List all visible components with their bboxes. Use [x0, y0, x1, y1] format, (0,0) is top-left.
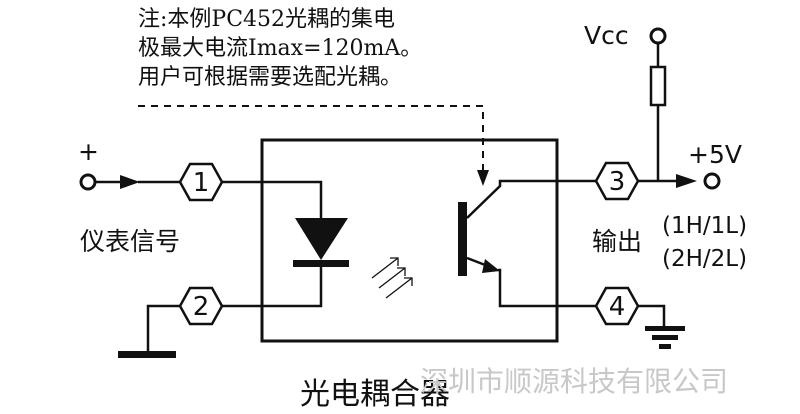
pin-4-badge: [594, 286, 640, 326]
plus-sign: +: [78, 137, 99, 166]
pull-up-resistor: [649, 65, 667, 107]
output-mode-2: (2H/2L): [662, 246, 747, 272]
ground-icon: [645, 326, 685, 349]
pin-4-wire: [638, 304, 666, 326]
pin-2-ground-wire: [146, 304, 180, 352]
input-ground-bar-icon: [118, 351, 176, 358]
pin-1-badge: [178, 162, 224, 202]
collector-wire: [466, 179, 596, 219]
watermark: 深圳市顺源科技有限公司: [420, 365, 728, 398]
note-line-2: 极最大电流Imax=120mA。: [138, 36, 422, 61]
emitter-arrow-icon: [482, 259, 500, 273]
pin-3-label: 3: [609, 167, 626, 197]
input-signal-label: 仪表信号: [80, 227, 180, 256]
output-mode-1: (1H/1L): [662, 213, 747, 239]
note-line-3: 用户可根据需要选配光耦。: [138, 65, 402, 90]
output-arrow-icon: [676, 174, 697, 188]
pin-3-badge: [594, 161, 640, 201]
optocoupler-package: [260, 138, 559, 343]
emitter-wire-b: [498, 268, 596, 308]
vcc-terminal: [649, 27, 667, 45]
vcc-label: Vcc: [584, 21, 629, 50]
phototransistor-base-bar: [458, 202, 467, 276]
output-label: 输出: [592, 227, 642, 256]
input-arrow-icon: [120, 175, 140, 189]
note-pointer-arrowhead: [477, 170, 489, 186]
light-emission-icon: [371, 257, 413, 299]
input-terminal: [79, 173, 97, 191]
note-line-1: 注:本例PC452光耦的集电: [138, 7, 395, 32]
led-cathode-bar: [293, 260, 349, 267]
plus5v-label: +5V: [688, 140, 742, 169]
diagram-title: 光电耦合器: [300, 377, 450, 412]
output-terminal: [703, 172, 721, 190]
pin-1-wire: [222, 180, 323, 218]
pin-2-wire: [222, 267, 323, 308]
pin-1-label: 1: [193, 168, 210, 198]
pin-2-label: 2: [193, 292, 210, 322]
note-pointer-line: [138, 105, 484, 176]
pin-4-label: 4: [609, 292, 626, 322]
led-icon: [295, 218, 348, 260]
